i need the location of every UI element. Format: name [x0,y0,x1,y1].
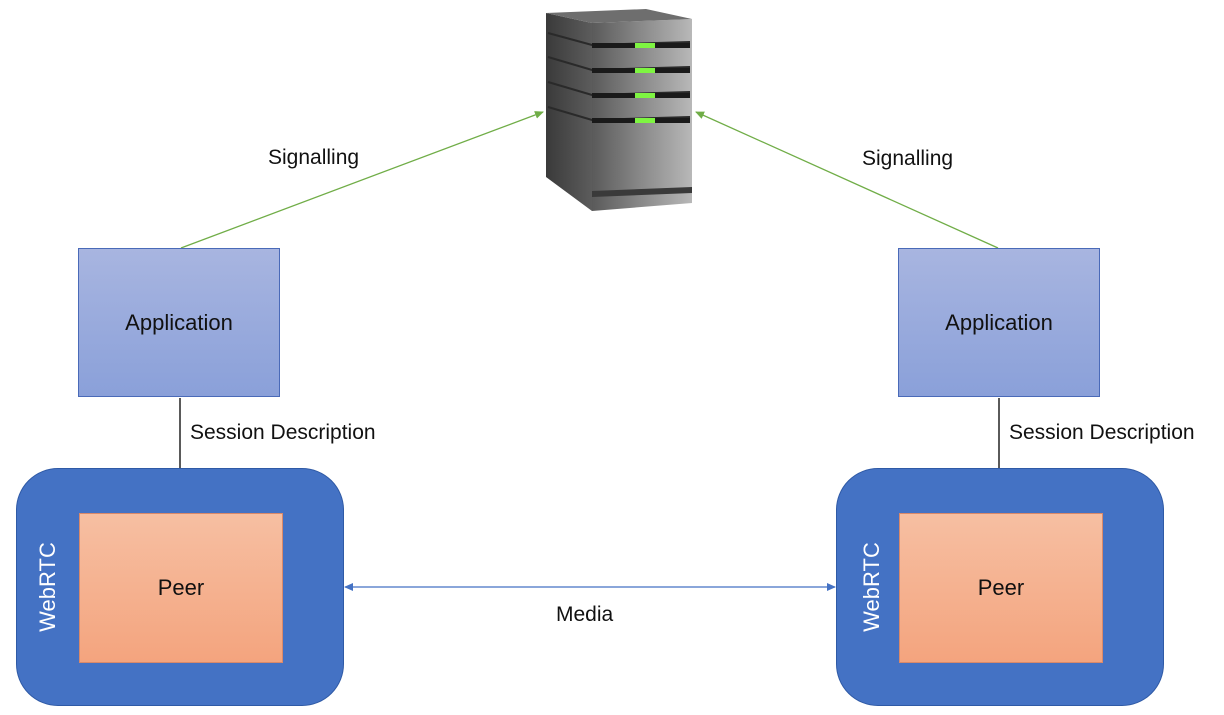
server-led [635,43,655,48]
server-led [635,118,655,123]
application-label-right: Application [945,309,1053,335]
peer-label-right: Peer [977,575,1025,600]
application-box-right: Application [898,248,1100,397]
webrtc-container-right: WebRTC Peer [836,468,1164,706]
media-label: Media [556,603,614,626]
server-bays [547,32,692,197]
session-description-label-left: Session Description [190,421,376,444]
server-led [635,68,655,73]
signalling-label-right: Signalling [862,147,954,170]
signalling-connector-left [180,111,544,249]
application-label-left: Application [125,309,233,335]
webrtc-container-left: WebRTC Peer [16,468,344,706]
webrtc-label-left: WebRTC [34,542,60,632]
signalling-label-left: Signalling [268,146,360,169]
peer-label-left: Peer [157,575,205,600]
application-box-left: Application [78,248,280,397]
peer-box-left: Peer [79,513,283,663]
signalling-connector-right [695,111,999,249]
webrtc-label-right: WebRTC [858,542,884,632]
session-description-label-right: Session Description [1009,421,1195,444]
peer-box-right: Peer [899,513,1103,663]
server-tower-icon [546,9,692,211]
server-led [635,93,655,98]
